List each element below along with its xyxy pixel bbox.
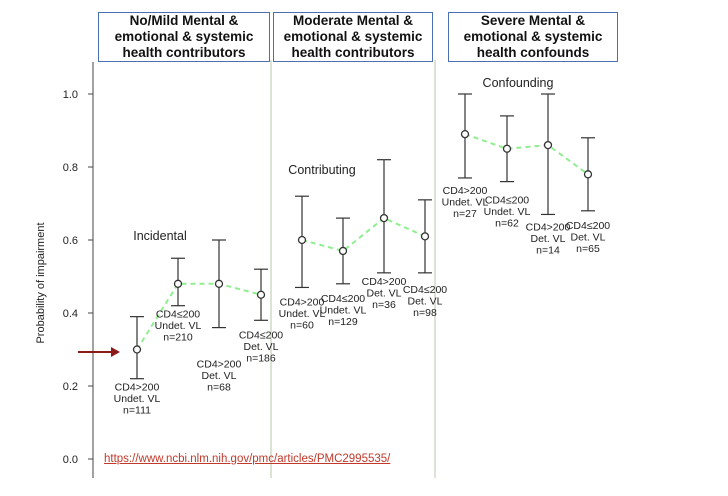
point-label: Det. VL <box>201 370 236 382</box>
data-point <box>460 129 470 139</box>
point-label: Det. VL <box>530 233 565 245</box>
y-tick-label: 0.4 <box>63 308 78 320</box>
header-line: health contributors <box>122 45 246 60</box>
annotation-confounding: Confounding <box>483 76 554 90</box>
data-point <box>297 235 307 245</box>
point-label: Undet. VL <box>114 393 161 405</box>
y-tick-label: 1.0 <box>63 89 78 101</box>
header-box-moderate: Moderate Mental & emotional & systemic h… <box>273 12 433 62</box>
point-label: Det. VL <box>243 341 278 353</box>
point-label: CD4≤200 <box>156 309 200 321</box>
data-point <box>379 213 389 223</box>
point-label: Det. VL <box>570 231 605 243</box>
point-label: CD4≤200 <box>566 220 610 232</box>
trend-dashed-line <box>464 133 589 176</box>
arrow-head <box>111 347 120 357</box>
point-label: CD4≤200 <box>321 293 365 305</box>
point-label: n=60 <box>290 319 314 331</box>
point-label: Det. VL <box>407 295 442 307</box>
point-label: Undet. VL <box>442 196 489 208</box>
data-point <box>256 290 266 299</box>
header-box-mild: No/Mild Mental & emotional & systemic he… <box>98 12 270 62</box>
point-label: n=36 <box>372 299 396 311</box>
header-line: health confounds <box>476 45 590 60</box>
y-axis-label: Probability of impairment <box>35 222 47 343</box>
header-line: emotional & systemic <box>463 29 603 44</box>
point-label: Undet. VL <box>320 304 367 316</box>
point-label: n=129 <box>328 316 358 328</box>
point-label: Undet. VL <box>279 308 326 320</box>
header-line: emotional & systemic <box>283 29 423 44</box>
point-label: CD4>200 <box>526 221 571 233</box>
source-link[interactable]: https://www.ncbi.nlm.nih.gov/pmc/article… <box>104 453 391 465</box>
point-label: CD4≤200 <box>239 329 283 341</box>
data-point <box>132 345 142 354</box>
header-line: No/Mild Mental & <box>129 13 239 28</box>
point-label: CD4>200 <box>115 382 160 394</box>
point-label: n=98 <box>413 307 437 319</box>
y-tick-label: 0.6 <box>63 235 78 247</box>
y-tick-label: 0.0 <box>63 454 78 466</box>
header-line: health contributors <box>291 45 415 60</box>
data-point <box>420 232 430 241</box>
y-tick-label: 0.8 <box>63 162 78 174</box>
trend-dashed-line <box>301 216 426 253</box>
header-line: emotional & systemic <box>114 29 254 44</box>
data-point <box>502 144 512 153</box>
point-label: Undet. VL <box>155 320 202 332</box>
data-point <box>543 140 553 150</box>
point-label: CD4>200 <box>280 296 325 308</box>
header-box-severe: Severe Mental & emotional & systemic hea… <box>448 12 618 62</box>
data-point <box>338 246 348 256</box>
point-label: n=65 <box>576 243 600 255</box>
point-label: n=14 <box>536 244 560 256</box>
trend-dashed-line <box>136 282 262 351</box>
header-line: Severe Mental & <box>480 13 586 28</box>
data-point <box>173 279 183 288</box>
point-label: n=210 <box>163 332 193 344</box>
point-label: n=186 <box>246 352 276 364</box>
point-label: n=62 <box>495 218 519 230</box>
data-point <box>214 279 224 288</box>
y-tick-label: 0.2 <box>63 381 78 393</box>
annotation-contributing: Contributing <box>288 163 355 177</box>
point-label: CD4>200 <box>197 359 242 371</box>
header-line: Moderate Mental & <box>292 13 414 28</box>
annotation-incidental: Incidental <box>133 229 187 243</box>
point-label: Undet. VL <box>484 206 531 218</box>
point-label: n=111 <box>123 405 151 417</box>
point-label: CD4>200 <box>443 185 488 197</box>
point-label: CD4>200 <box>362 276 407 288</box>
point-label: n=68 <box>207 382 231 394</box>
point-label: CD4≤200 <box>403 284 447 296</box>
point-label: Det. VL <box>366 287 401 299</box>
point-label: CD4≤200 <box>485 195 529 207</box>
point-label: n=27 <box>453 208 477 220</box>
data-point <box>583 170 593 179</box>
